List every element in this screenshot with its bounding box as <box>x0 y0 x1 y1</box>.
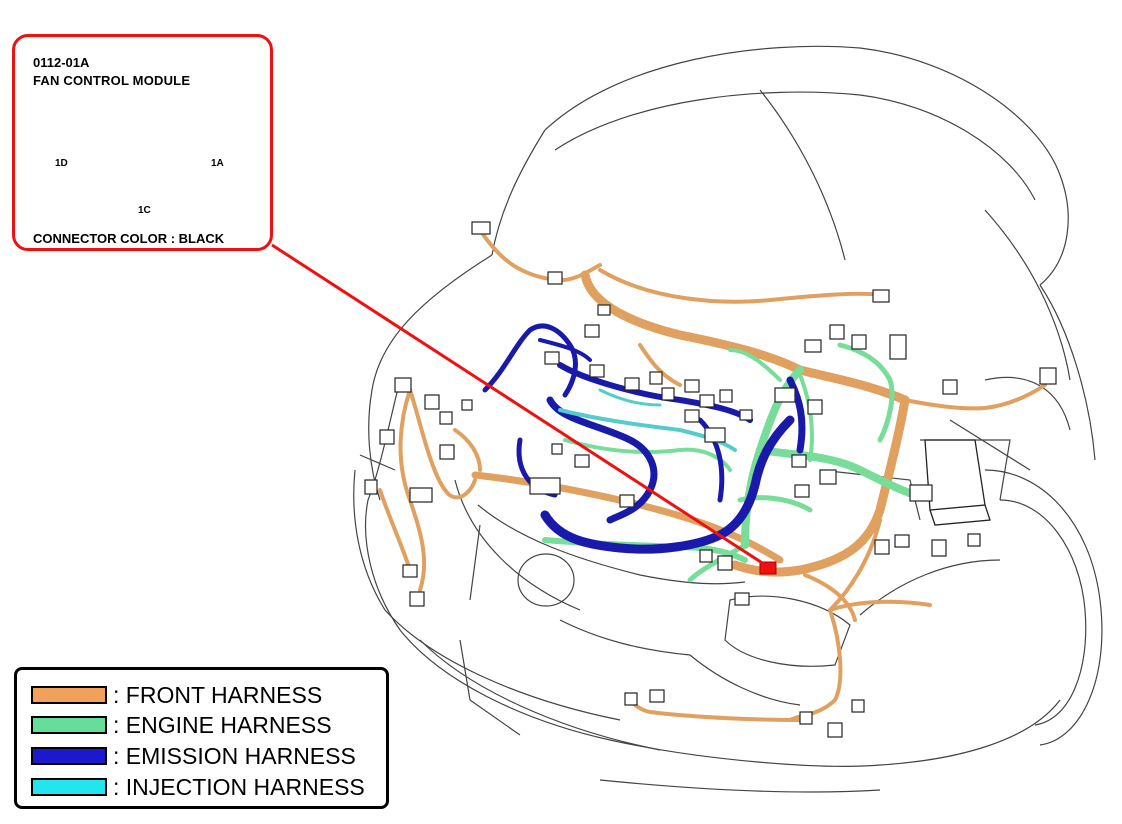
connector-title: FAN CONTROL MODULE <box>33 73 191 88</box>
legend-item-injection: : INJECTION HARNESS <box>31 774 365 800</box>
connector-callout: 0112-01A FAN CONTROL MODULE 1D 1A 1C CON… <box>12 34 273 251</box>
emission-harness <box>482 323 806 554</box>
connector-code: 0112-01A <box>33 55 90 70</box>
pin-label-bottom: 1C <box>138 205 151 216</box>
legend-swatch-emission <box>31 747 107 765</box>
legend-label-injection: : INJECTION HARNESS <box>113 773 365 800</box>
pin-label-right: 1A <box>211 158 224 169</box>
legend-item-front: : FRONT HARNESS <box>31 682 322 708</box>
legend-label-engine: : ENGINE HARNESS <box>113 711 332 738</box>
car-body-outline <box>353 45 1103 793</box>
legend-label-emission: : EMISSION HARNESS <box>113 742 356 769</box>
legend-label-front: : FRONT HARNESS <box>113 681 323 708</box>
legend-item-emission: : EMISSION HARNESS <box>31 743 356 769</box>
connector-blocks <box>364 221 1057 738</box>
pin-label-left: 1D <box>55 158 68 169</box>
callout-leader-line <box>271 243 771 570</box>
front-harness <box>378 228 1047 722</box>
legend-swatch-engine <box>31 716 107 734</box>
harness-legend: : FRONT HARNESS : ENGINE HARNESS : EMISS… <box>14 667 389 809</box>
legend-item-engine: : ENGINE HARNESS <box>31 712 332 738</box>
legend-swatch-injection <box>31 778 107 796</box>
connector-color-note: CONNECTOR COLOR : BLACK <box>33 231 225 246</box>
battery-outline <box>924 439 991 526</box>
legend-swatch-front <box>31 686 107 704</box>
